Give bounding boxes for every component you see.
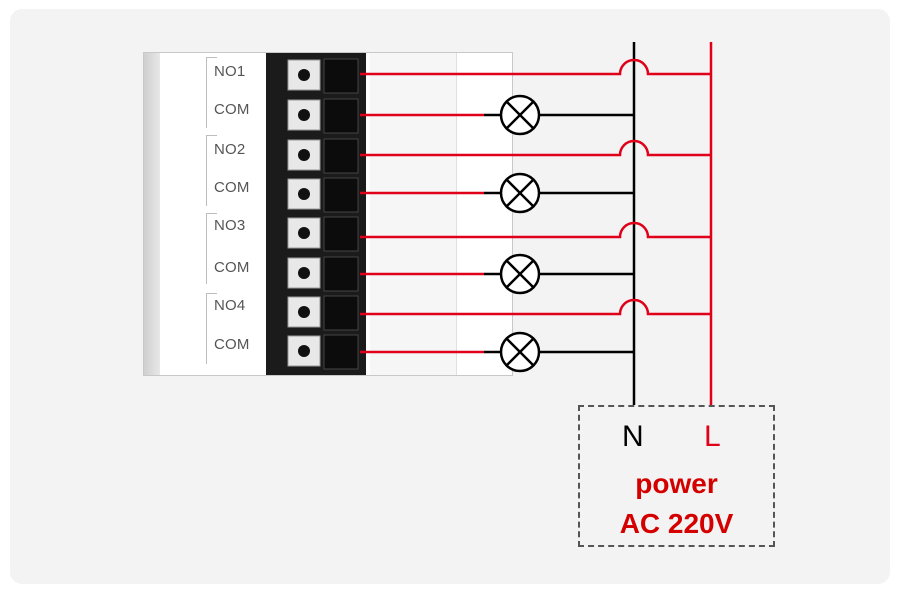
power-title: power xyxy=(635,468,718,499)
terminal-label-com2: COM xyxy=(214,179,250,196)
power-source-box xyxy=(578,405,775,547)
group-bracket-3 xyxy=(206,213,217,284)
terminal-label-com4: COM xyxy=(214,336,250,353)
terminal-label-no1: NO1 xyxy=(214,63,246,80)
terminal-screw xyxy=(287,58,359,94)
group-bracket-1 xyxy=(206,57,217,128)
group-bracket-2 xyxy=(206,135,217,206)
terminal-label-com3: COM xyxy=(214,259,250,276)
lamp-symbol-icon xyxy=(499,172,541,214)
wire-no3 xyxy=(360,221,711,239)
power-voltage: AC 220V xyxy=(619,508,734,539)
terminal-label-no4: NO4 xyxy=(214,297,246,314)
terminal-screw xyxy=(287,295,359,331)
terminal-label-no3: NO3 xyxy=(214,217,246,234)
wire-no1 xyxy=(360,58,711,76)
module-cover xyxy=(370,53,457,375)
terminal-screws xyxy=(287,58,359,370)
terminal-screw xyxy=(287,334,359,370)
terminal-screw xyxy=(287,216,359,252)
terminal-screw xyxy=(287,177,359,213)
com-circuit-1 xyxy=(360,94,634,136)
terminal-label-no2: NO2 xyxy=(214,141,246,158)
live-label: L xyxy=(704,420,721,453)
wire-no2 xyxy=(360,139,711,157)
terminal-screw xyxy=(287,138,359,174)
relay-module: NO1 COM NO2 COM NO3 COM NO4 COM xyxy=(143,52,513,376)
terminal-label-com1: COM xyxy=(214,101,250,118)
module-edge xyxy=(144,53,160,375)
group-bracket-4 xyxy=(206,293,217,364)
com-circuit-4 xyxy=(360,331,634,373)
lamp-symbol-icon xyxy=(499,331,541,373)
wire-no4 xyxy=(360,298,711,316)
terminal-screw xyxy=(287,256,359,292)
neutral-label: N xyxy=(622,420,644,453)
lamp-symbol-icon xyxy=(499,94,541,136)
com-circuit-2 xyxy=(360,172,634,214)
com-circuit-3 xyxy=(360,253,634,295)
terminal-block xyxy=(266,53,366,375)
lamp-symbol-icon xyxy=(499,253,541,295)
terminal-screw xyxy=(287,98,359,134)
